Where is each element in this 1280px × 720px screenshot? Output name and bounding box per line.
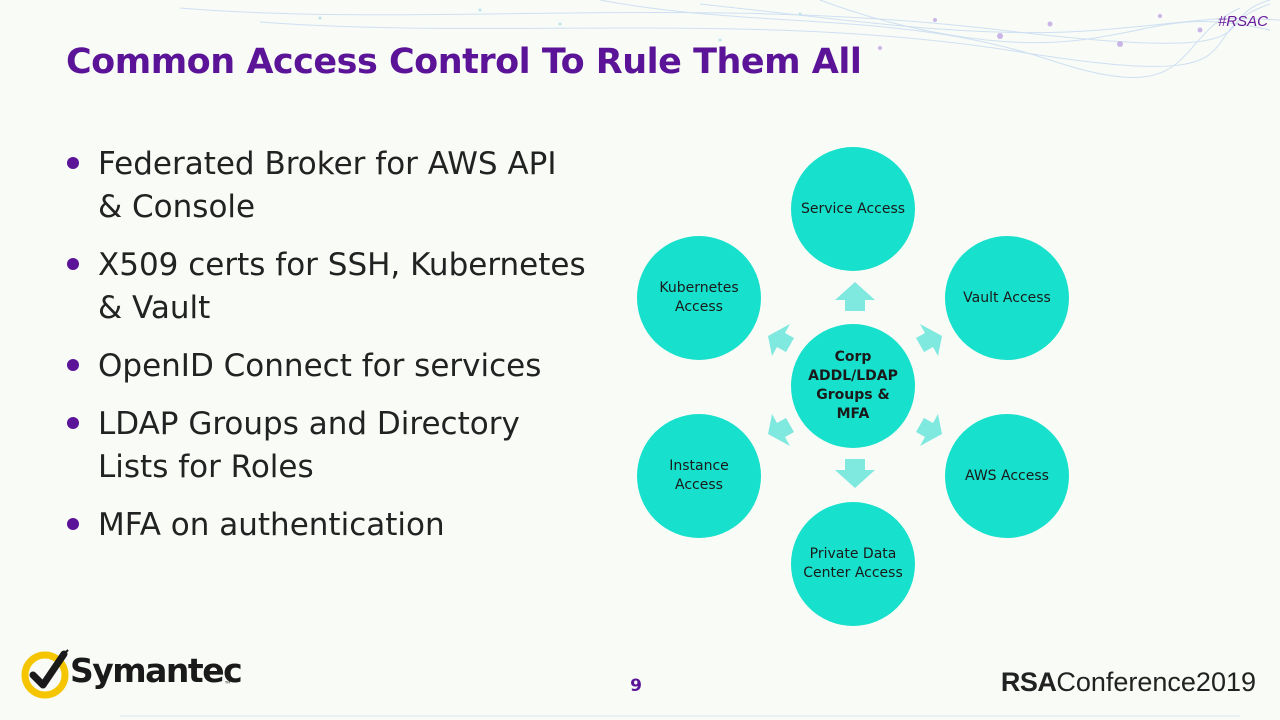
bullet-item: OpenID Connect for services bbox=[66, 345, 586, 388]
arrow-upper-right-icon bbox=[916, 324, 942, 356]
symantec-check-logo-icon bbox=[21, 649, 69, 699]
trademark-symbol: ™ bbox=[224, 680, 232, 689]
center-node: Corp ADDL/LDAP Groups & MFA bbox=[791, 324, 915, 448]
arrow-down-icon bbox=[835, 459, 875, 488]
rsa-conference-logo: RSAConference2019 bbox=[1001, 667, 1256, 698]
bullet-item: LDAP Groups and Directory Lists for Role… bbox=[66, 403, 586, 489]
arrow-lower-left-icon bbox=[768, 414, 794, 446]
conference-name: Conference2019 bbox=[1056, 667, 1256, 697]
symantec-wordmark: Symantec bbox=[70, 651, 243, 690]
bullet-item: MFA on authentication bbox=[66, 504, 586, 547]
node-service-access: Service Access bbox=[791, 147, 915, 271]
bullet-list: Federated Broker for AWS API & Console X… bbox=[66, 143, 586, 562]
node-kubernetes-access: Kubernetes Access bbox=[637, 236, 761, 360]
arrow-up-icon bbox=[835, 282, 875, 311]
access-diagram: Corp ADDL/LDAP Groups & MFA Service Acce… bbox=[620, 130, 1090, 640]
node-private-data-center-access: Private Data Center Access bbox=[791, 502, 915, 626]
page-number: 9 bbox=[630, 676, 642, 696]
node-vault-access: Vault Access bbox=[945, 236, 1069, 360]
arrow-upper-left-icon bbox=[768, 324, 794, 356]
slide-title: Common Access Control To Rule Them All bbox=[66, 42, 862, 82]
hashtag-label: #RSAC bbox=[1217, 13, 1268, 30]
node-aws-access: AWS Access bbox=[945, 414, 1069, 538]
bullet-item: X509 certs for SSH, Kubernetes & Vault bbox=[66, 244, 586, 330]
arrow-lower-right-icon bbox=[916, 414, 942, 446]
diagram-arrows bbox=[768, 282, 942, 488]
bullet-item: Federated Broker for AWS API & Console bbox=[66, 143, 586, 229]
node-instance-access: Instance Access bbox=[637, 414, 761, 538]
rsa-wordmark: RSA bbox=[1000, 667, 1057, 697]
